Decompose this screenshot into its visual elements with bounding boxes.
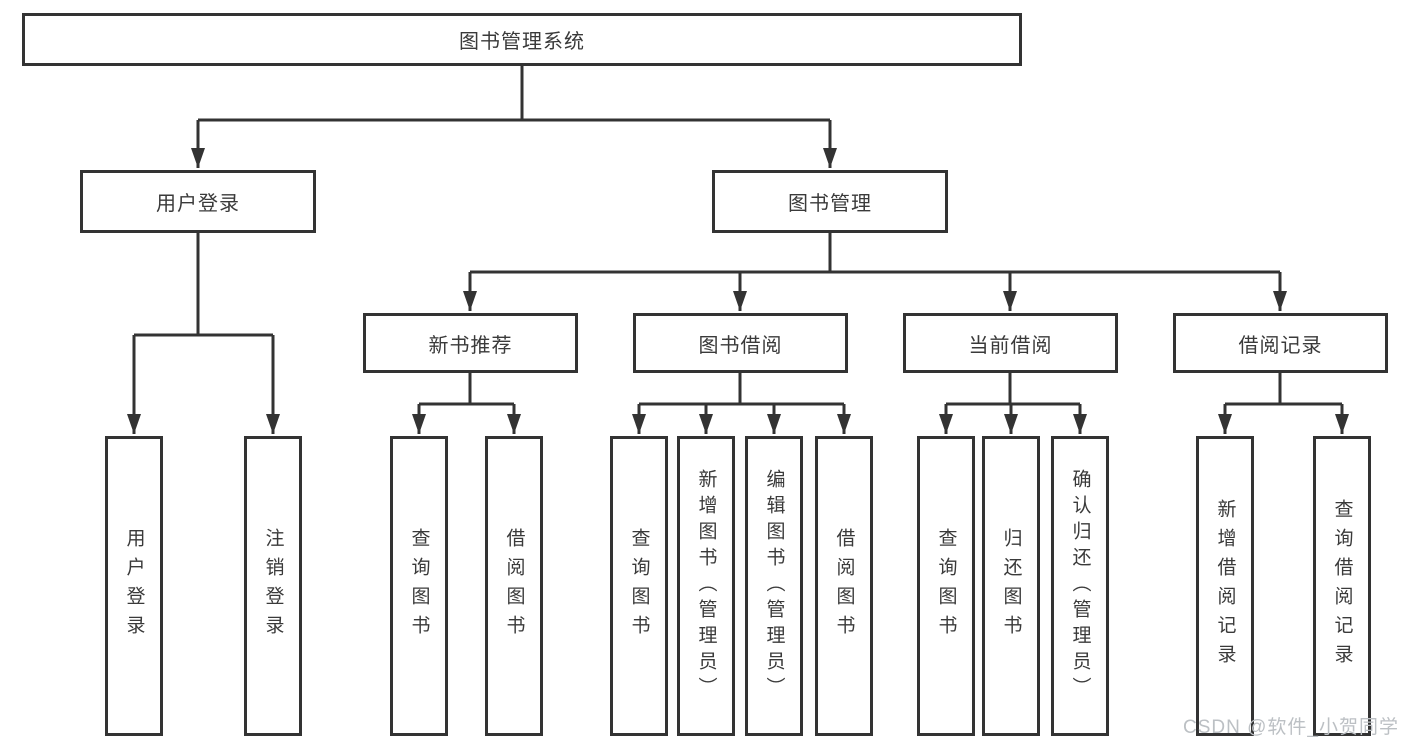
node-new-book-recommendation-label: 新书推荐 — [428, 334, 513, 357]
node-current-borrowing-label: 当前借阅 — [968, 334, 1053, 357]
leaf-add-borrow-record: 新增借阅记录 — [1196, 436, 1254, 736]
node-book-management-label: 图书管理 — [788, 193, 872, 215]
leaf-return-book-label: 归还图书 — [1000, 528, 1022, 644]
leaf-user-login-label: 用户登录 — [123, 528, 145, 644]
leaf-query-books-recommend-label: 查询图书 — [408, 528, 430, 644]
leaf-query-books-current-label: 查询图书 — [935, 528, 957, 644]
leaf-return-book: 归还图书 — [982, 436, 1040, 736]
node-borrowing-records: 借阅记录 — [1173, 313, 1388, 373]
leaf-logout-label: 注销登录 — [262, 528, 284, 644]
leaf-edit-book-admin-label: 编辑图书（管理员） — [763, 469, 785, 703]
node-user-login-label: 用户登录 — [156, 193, 240, 215]
leaf-confirm-return-admin: 确认归还（管理员） — [1051, 436, 1109, 736]
node-book-borrowing: 图书借阅 — [633, 313, 848, 373]
node-new-book-recommendation: 新书推荐 — [363, 313, 578, 373]
node-current-borrowing: 当前借阅 — [903, 313, 1118, 373]
leaf-borrow-books-borrowing-label: 借阅图书 — [833, 528, 855, 644]
leaf-add-book-admin-label: 新增图书（管理员） — [695, 469, 717, 703]
leaf-add-borrow-record-label: 新增借阅记录 — [1214, 499, 1236, 673]
leaf-query-borrow-record: 查询借阅记录 — [1313, 436, 1371, 736]
leaf-query-books-borrowing-label: 查询图书 — [628, 528, 650, 644]
leaf-edit-book-admin: 编辑图书（管理员） — [745, 436, 803, 736]
leaf-user-login: 用户登录 — [105, 436, 163, 736]
leaf-borrow-books-recommend-label: 借阅图书 — [503, 528, 525, 644]
leaf-query-borrow-record-label: 查询借阅记录 — [1331, 499, 1353, 673]
node-user-login: 用户登录 — [80, 170, 316, 233]
leaf-query-books-borrowing: 查询图书 — [610, 436, 668, 736]
leaf-borrow-books-borrowing: 借阅图书 — [815, 436, 873, 736]
node-library-system: 图书管理系统 — [22, 13, 1022, 66]
node-book-borrowing-label: 图书借阅 — [698, 334, 783, 357]
leaf-confirm-return-admin-label: 确认归还（管理员） — [1069, 469, 1091, 703]
node-library-system-label: 图书管理系统 — [459, 31, 585, 53]
node-borrowing-records-label: 借阅记录 — [1238, 334, 1323, 357]
leaf-add-book-admin: 新增图书（管理员） — [677, 436, 735, 736]
leaf-logout: 注销登录 — [244, 436, 302, 736]
csdn-watermark: CSDN @软件_小贺同学 — [1183, 717, 1399, 738]
node-book-management: 图书管理 — [712, 170, 948, 233]
leaf-borrow-books-recommend: 借阅图书 — [485, 436, 543, 736]
leaf-query-books-recommend: 查询图书 — [390, 436, 448, 736]
leaf-query-books-current: 查询图书 — [917, 436, 975, 736]
